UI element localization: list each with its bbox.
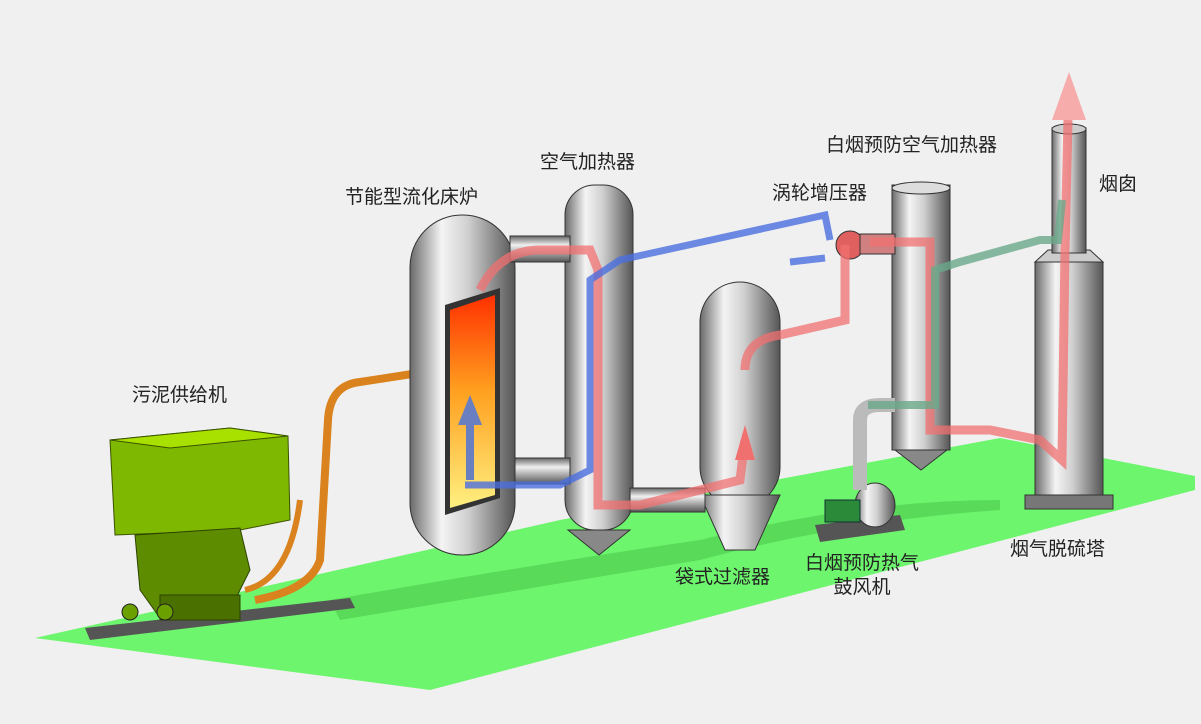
hot-air-blower xyxy=(815,398,905,542)
label-white-smoke-air-heater: 白烟预防空气加热器 xyxy=(826,134,998,156)
label-desulfurization-tower: 烟气脱硫塔 xyxy=(1010,538,1106,560)
label-blower: 白烟预防热气 鼓风机 xyxy=(805,551,919,599)
fluidized-bed-furnace xyxy=(409,214,516,556)
label-blower-line2: 鼓风机 xyxy=(833,576,891,598)
label-chimney: 烟囱 xyxy=(1099,173,1138,195)
sludge-pipe xyxy=(254,368,426,604)
label-blower-line1: 白烟预防热气 xyxy=(805,552,920,574)
label-sludge-feeder: 污泥供给机 xyxy=(132,384,228,406)
bag-filter-arrow xyxy=(735,425,755,460)
label-turbocharger: 涡轮增压器 xyxy=(772,182,868,204)
white-smoke-air-flow xyxy=(868,199,1066,409)
sludge-feeder xyxy=(85,427,355,640)
sludge-pipe-2 xyxy=(244,499,303,593)
exhaust-arrow xyxy=(1052,72,1086,120)
hot-gas-flow xyxy=(475,119,1073,510)
desulfurization-tower xyxy=(1024,249,1114,510)
air-heater xyxy=(509,184,634,556)
bag-filter xyxy=(629,281,781,551)
label-bag-filter: 袋式过滤器 xyxy=(675,566,771,588)
label-air-heater: 空气加热器 xyxy=(540,151,636,173)
cold-air-flow xyxy=(465,210,834,489)
label-furnace: 节能型流化床炉 xyxy=(345,186,479,208)
